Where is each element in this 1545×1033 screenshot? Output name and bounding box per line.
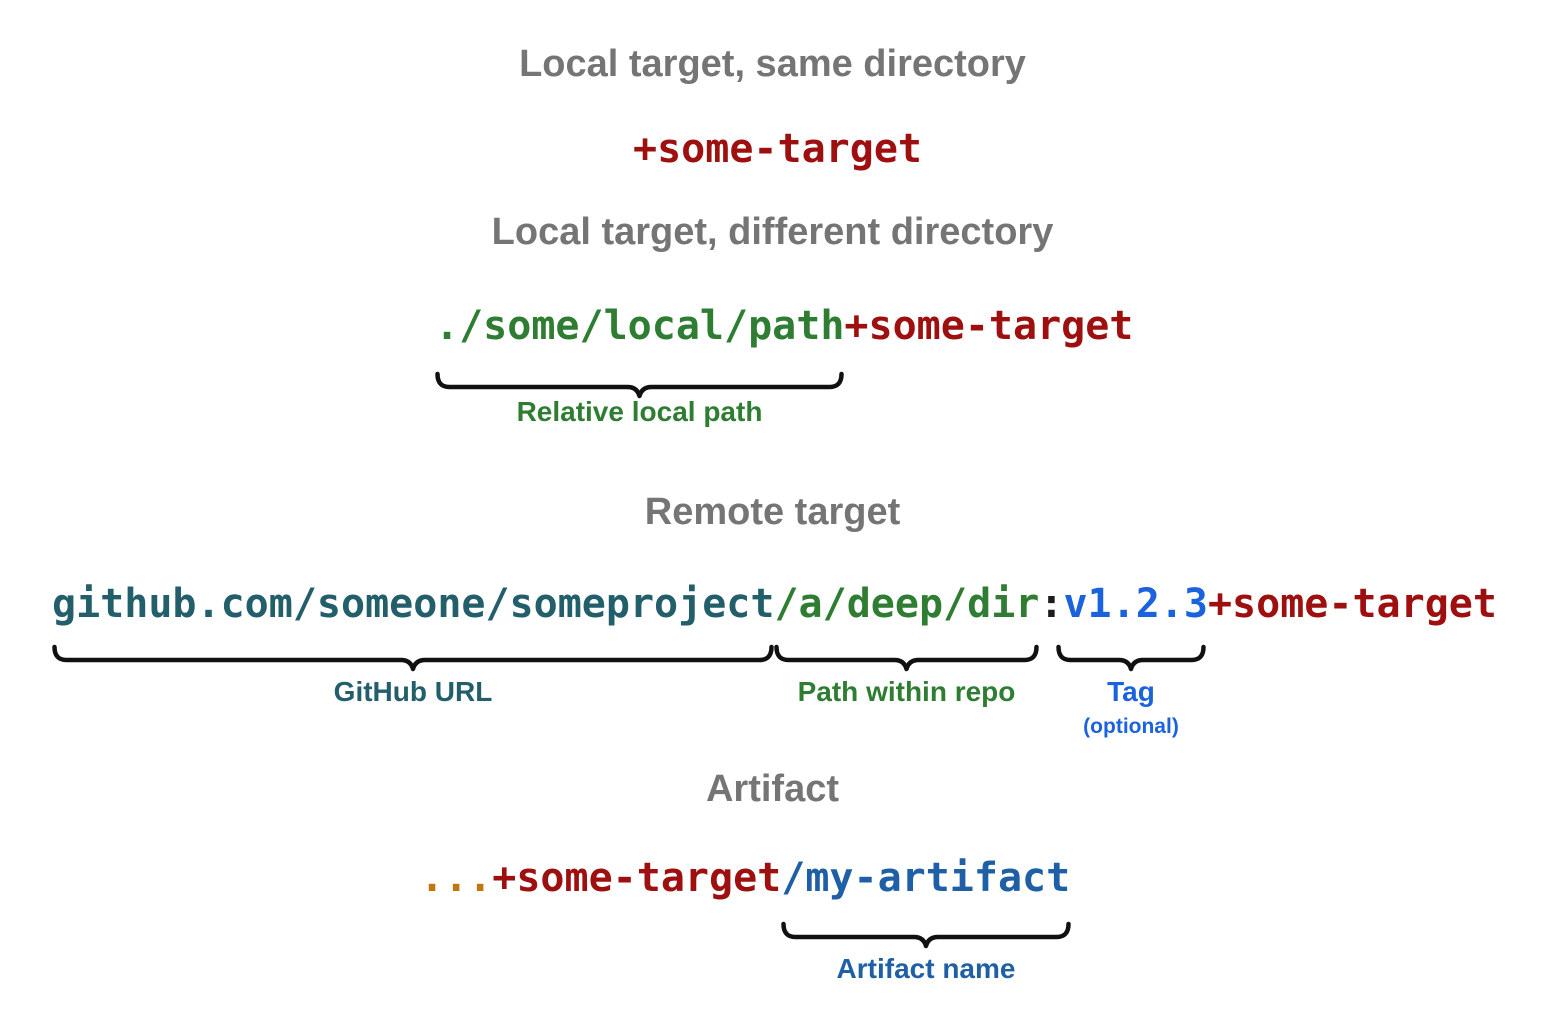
underbrace-tag [1056, 644, 1206, 672]
code-remote-target: github.com/someone/someproject/a/deep/di… [52, 584, 1497, 624]
label-tag-optional-note: (optional) [1083, 715, 1179, 738]
label-github-url: GitHub URL [333, 676, 493, 707]
target-token: +some-target [633, 126, 922, 172]
code-local-diff-target: ./some/local/path+some-target [435, 306, 1133, 346]
code-local-same-target: +some-target [633, 129, 922, 169]
heading-local-same-directory: Local target, same directory [519, 43, 1026, 85]
target-token: +some-target [492, 855, 782, 901]
target-token: +some-target [844, 303, 1134, 349]
heading-local-different-directory: Local target, different directory [491, 211, 1054, 253]
code-artifact-reference: ...+some-target/my-artifact [420, 858, 1070, 898]
underbrace-github-url [52, 644, 774, 672]
ellipsis-token: ... [420, 855, 493, 901]
heading-artifact: Artifact [705, 768, 840, 810]
underbrace-relative-path [435, 371, 844, 399]
label-path-within-repo: Path within repo [797, 676, 1016, 707]
repo-path-token: /a/deep/dir [774, 581, 1040, 627]
heading-remote-target: Remote target [644, 491, 901, 533]
label-tag: Tag [1107, 676, 1155, 707]
target-token: +some-target [1207, 581, 1497, 627]
github-url-token: github.com/someone/someproject [52, 581, 775, 627]
tag-token: v1.2.3 [1063, 581, 1208, 627]
artifact-name-token: /my-artifact [781, 855, 1071, 901]
label-artifact-name: Artifact name [836, 953, 1016, 984]
underbrace-path-within-repo [774, 644, 1039, 672]
relative-path-token: ./some/local/path [435, 303, 845, 349]
underbrace-artifact-name [781, 921, 1071, 949]
label-relative-local-path: Relative local path [516, 396, 763, 427]
colon-token: : [1039, 581, 1064, 627]
